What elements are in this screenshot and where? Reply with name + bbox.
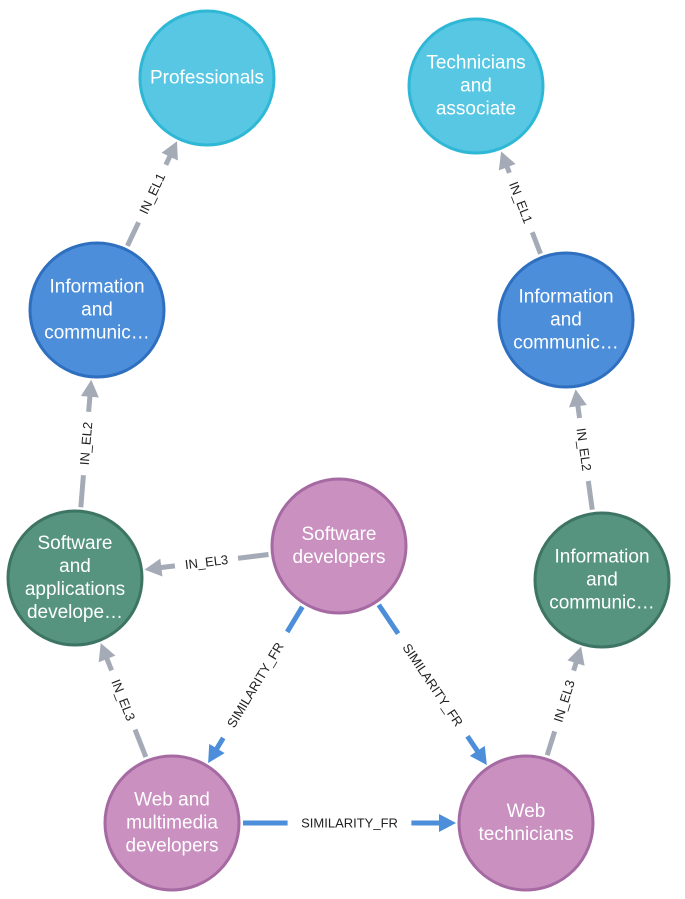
edge-arrowhead bbox=[80, 379, 99, 398]
edge-arrowhead bbox=[161, 141, 178, 161]
node-label-line: developers bbox=[126, 836, 219, 857]
edge-arrowhead bbox=[498, 151, 516, 171]
edge-label: IN_EL1 bbox=[506, 180, 536, 226]
node-info-comm-level3[interactable]: Informationandcommunic… bbox=[533, 511, 671, 649]
edge-line bbox=[237, 552, 269, 561]
node-info-comm-left[interactable]: Informationandcommunic… bbox=[28, 241, 166, 379]
node-label-line: applications bbox=[25, 579, 125, 600]
node-label-line: Web and bbox=[134, 790, 210, 811]
node-circle bbox=[270, 477, 408, 615]
edge-line bbox=[159, 563, 176, 571]
node-label-line: Information bbox=[49, 277, 144, 298]
edge-e8[interactable]: SIMILARITY_FR bbox=[208, 605, 305, 764]
node-circle bbox=[138, 9, 276, 147]
node-info-comm-right[interactable]: Informationandcommunic… bbox=[497, 251, 635, 389]
edge-e7[interactable]: IN_EL3 bbox=[544, 646, 585, 756]
edge-label: IN_EL3 bbox=[184, 552, 229, 572]
node-circle bbox=[6, 509, 144, 647]
node-circle bbox=[457, 754, 595, 892]
node-label-line: Software bbox=[302, 524, 377, 545]
edge-line bbox=[213, 736, 226, 752]
node-label-line: developers bbox=[293, 547, 386, 568]
edge-line bbox=[86, 394, 93, 413]
node-label-line: multimedia bbox=[126, 813, 218, 834]
edge-label: IN_EL1 bbox=[136, 171, 168, 217]
edge-arrowhead bbox=[208, 743, 225, 764]
edge-e1[interactable]: IN_EL1 bbox=[125, 141, 178, 247]
node-label-line: communic… bbox=[513, 333, 619, 354]
edge-arrowhead bbox=[567, 646, 585, 666]
node-label-line: Technicians bbox=[426, 53, 525, 74]
node-label-line: and bbox=[550, 310, 582, 331]
node-software-applications-developers[interactable]: Softwareandapplicationsdevelope… bbox=[6, 509, 144, 647]
node-label-line: Information bbox=[518, 287, 613, 308]
edge-label: SIMILARITY_FR bbox=[301, 816, 398, 831]
node-label-line: Web bbox=[507, 801, 546, 822]
edge-line bbox=[585, 480, 595, 511]
node-label-line: Information bbox=[554, 547, 649, 568]
edge-line bbox=[575, 403, 583, 419]
edge-arrowhead bbox=[469, 745, 487, 765]
node-circle bbox=[28, 241, 166, 379]
node-label-line: and bbox=[586, 570, 618, 591]
edge-arrowhead bbox=[439, 814, 456, 832]
edge-line bbox=[529, 231, 543, 255]
node-label-line: technicians bbox=[478, 824, 573, 845]
node-circle bbox=[407, 17, 545, 155]
node-circle bbox=[497, 251, 635, 389]
edge-arrowhead bbox=[144, 558, 163, 577]
edge-label: SIMILARITY_FR bbox=[399, 641, 466, 730]
edge-label: IN_EL2 bbox=[77, 421, 95, 465]
edge-e5[interactable]: IN_EL3 bbox=[144, 552, 269, 577]
node-label-line: communic… bbox=[44, 323, 150, 344]
edge-label: IN_EL2 bbox=[574, 427, 595, 472]
edge-e10[interactable]: SIMILARITY_FR bbox=[243, 814, 456, 832]
node-professionals[interactable]: Professionals bbox=[138, 9, 276, 147]
edge-arrowhead bbox=[98, 643, 116, 663]
edge-e2[interactable]: IN_EL1 bbox=[498, 151, 543, 255]
edge-label: SIMILARITY_FR bbox=[224, 640, 287, 731]
edge-e6[interactable]: IN_EL3 bbox=[98, 643, 149, 758]
edge-line bbox=[544, 730, 558, 756]
node-label-line: Software bbox=[38, 533, 113, 554]
edge-e9[interactable]: SIMILARITY_FR bbox=[376, 603, 487, 765]
node-label-line: communic… bbox=[549, 593, 655, 614]
edge-arrowhead bbox=[569, 389, 587, 408]
nodes-layer: ProfessionalsTechniciansandassociateInfo… bbox=[6, 9, 671, 892]
node-circle bbox=[533, 511, 671, 649]
node-circle bbox=[103, 754, 241, 892]
edge-line bbox=[376, 603, 401, 636]
edge-line bbox=[78, 474, 86, 508]
edge-label: IN_EL3 bbox=[108, 677, 138, 723]
node-label-line: develope… bbox=[27, 602, 123, 623]
edge-line bbox=[103, 656, 114, 672]
node-label-line: and bbox=[460, 76, 492, 97]
node-label-line: and bbox=[81, 300, 113, 321]
edge-line bbox=[125, 221, 141, 247]
edge-e4[interactable]: IN_EL2 bbox=[569, 389, 595, 511]
node-label-line: and bbox=[59, 556, 91, 577]
edge-e3[interactable]: IN_EL2 bbox=[77, 379, 99, 508]
edge-label: IN_EL3 bbox=[551, 678, 578, 724]
node-label-line: Professionals bbox=[150, 68, 264, 89]
edge-line bbox=[132, 728, 149, 758]
node-label-line: associate bbox=[436, 99, 516, 120]
edge-line bbox=[285, 605, 305, 634]
edge-line bbox=[465, 734, 481, 754]
